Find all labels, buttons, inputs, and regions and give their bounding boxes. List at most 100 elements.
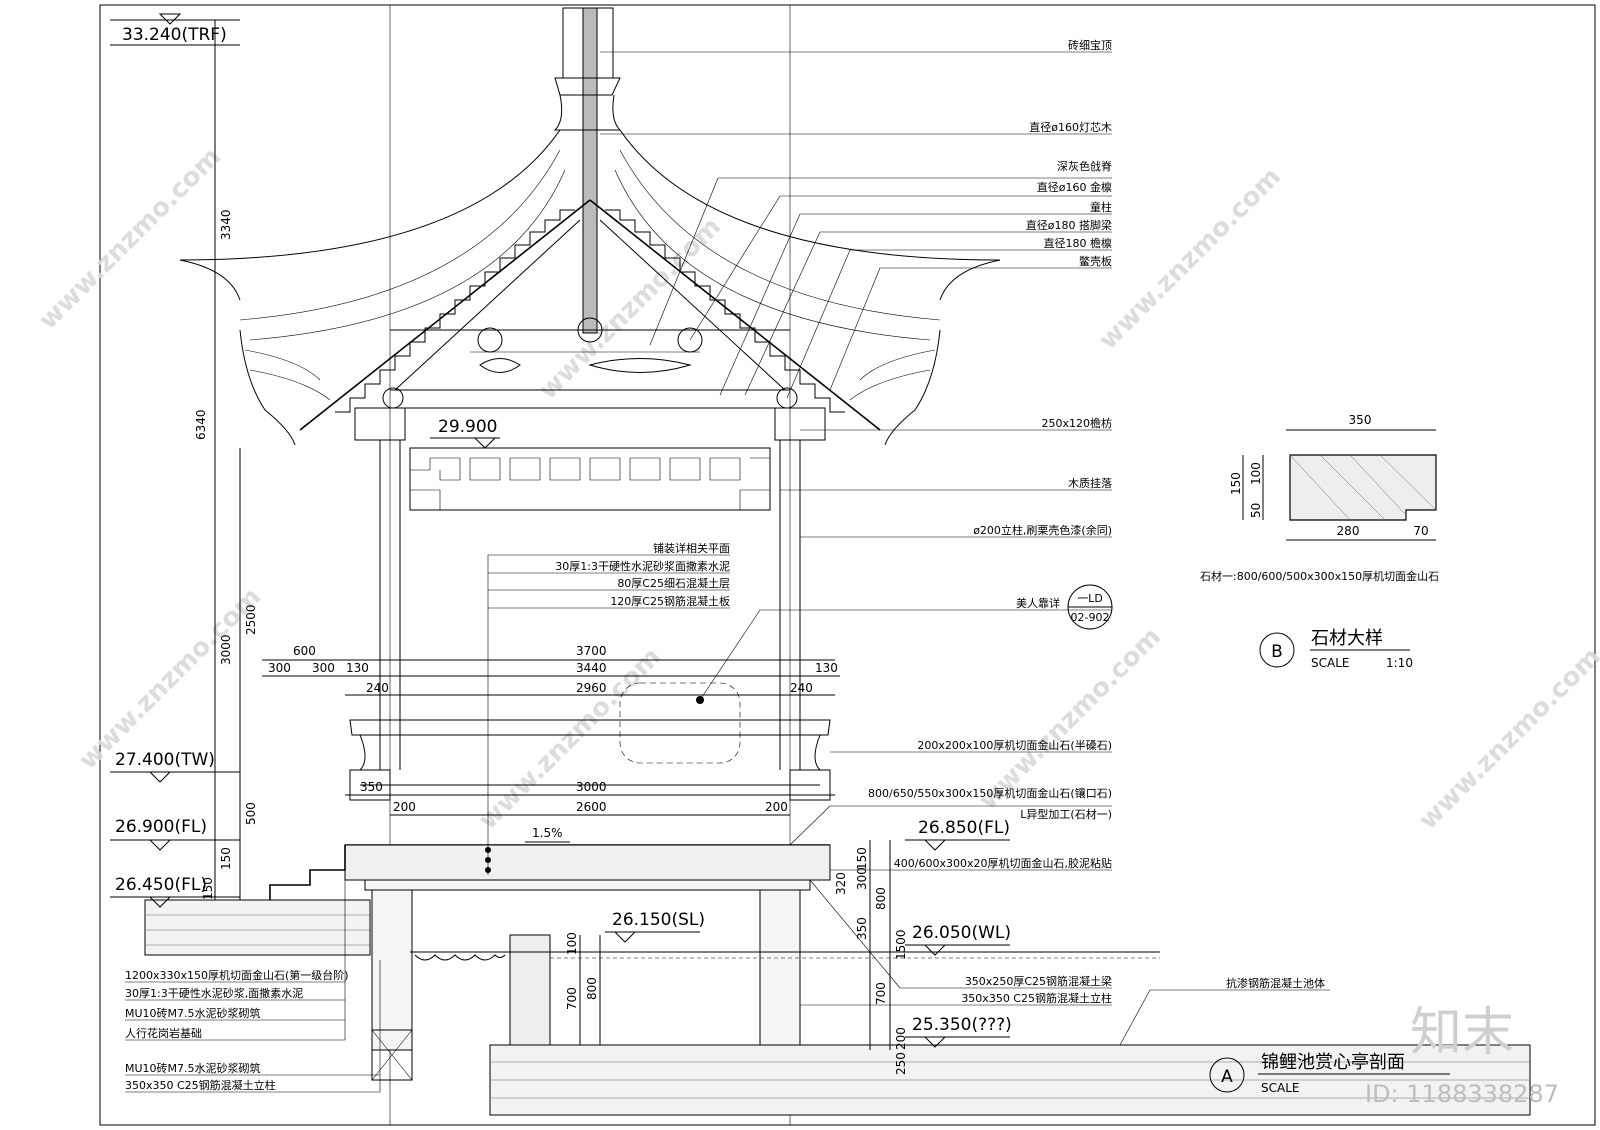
section-a-scale-label: SCALE [1261, 1081, 1299, 1095]
detail-ref-top: 一LD [1077, 592, 1103, 605]
detail-b-scale-label: SCALE [1311, 656, 1349, 670]
section-a-marker: A [1221, 1067, 1233, 1087]
callout-label: 30厚1:3干硬性水泥砂浆,面撒素水泥 [125, 986, 303, 1000]
wooden-lattice [409, 447, 771, 511]
callout-label: 200x200x100厚机切面金山石(半磉石) [917, 738, 1112, 752]
elevation-floor-left: 26.900(FL) [115, 817, 207, 837]
callout-label: 鳖壳板 [1079, 254, 1112, 268]
watermark-brand: 知末 [1410, 1003, 1514, 1063]
dim-label: 300 [268, 661, 291, 675]
callout-label: 直径ø160灯芯木 [1029, 120, 1112, 134]
callout-label: 350x250厚C25钢筋混凝土梁 [965, 974, 1112, 988]
watermark-text: www.znzmo.com [1413, 642, 1600, 836]
watermark-text: www.znzmo.com [473, 642, 667, 836]
dim-label: 600 [293, 644, 316, 658]
dim-label: 240 [790, 681, 813, 695]
elevation-eave: 29.900 [438, 417, 497, 437]
callout-label: 120厚C25钢筋混凝土板 [610, 594, 730, 608]
dim-label: 300 [855, 867, 869, 890]
detail-b-note: 石材一:800/600/500x300x150厚机切面金山石 [1200, 569, 1439, 583]
dim-label: 3340 [219, 209, 233, 240]
dim-label: 280 [1337, 524, 1360, 538]
dim-label: 3700 [576, 644, 607, 658]
dim-label: 200 [393, 800, 416, 814]
detail-ref-bottom: 02-902 [1071, 611, 1110, 624]
dim-label: 70 [1413, 524, 1428, 538]
floor-slope: 1.5% [532, 826, 563, 840]
watermark-id: ID: 1188338287 [1365, 1080, 1559, 1108]
dim-label: 150 [219, 847, 233, 870]
callout-label: 30厚1:3干硬性水泥砂浆面撒素水泥 [555, 559, 730, 573]
bench [349, 682, 831, 801]
detail-b-marker: B [1271, 642, 1283, 662]
elevation-floor-right: 26.850(FL) [918, 818, 1010, 838]
drawing-frame [99, 4, 1596, 1126]
dim-label: 2600 [576, 800, 607, 814]
dim-label: 800 [585, 977, 599, 1000]
callout-label: 直径180 檐檩 [1044, 236, 1113, 250]
dim-label: 6340 [194, 409, 208, 440]
dim-label: 300 [312, 661, 335, 675]
detail-b: 350 150 100 50 280 70 石材一:800/600/500x30… [1200, 413, 1439, 670]
section-a-heading: 锦鲤池赏心亭剖面 [1261, 1052, 1405, 1073]
callouts-center: 铺装详相关平面 30厚1:3干硬性水泥砂浆面撒素水泥 80厚C25细石混凝土层 … [485, 541, 730, 875]
dim-label: 1500 [894, 929, 908, 960]
callout-label: 抗渗钢筋混凝土池体 [1226, 976, 1325, 990]
elevation-slab: 26.150(SL) [612, 910, 705, 930]
callout-label: 直径ø180 搭脚梁 [1026, 218, 1112, 232]
dim-label: 320 [834, 872, 848, 895]
watermark-text: www.znzmo.com [33, 142, 227, 336]
watermark-text: www.znzmo.com [73, 582, 267, 776]
roof [179, 7, 1001, 446]
watermark-text: www.znzmo.com [1093, 162, 1287, 356]
callout-label: 直径ø160 金檩 [1037, 180, 1112, 194]
dim-label: 250 [894, 1052, 908, 1075]
callout-label: 铺装详相关平面 [653, 541, 730, 555]
horizontal-dims: 600 300 300 130 3700 3440 130 240 2960 2… [262, 644, 840, 816]
elevation-top: 33.240(TRF) [122, 25, 227, 45]
detail-ref-bubble: 一LD 02-902 [1067, 584, 1113, 630]
callout-label: 80厚C25细石混凝土层 [617, 576, 730, 590]
vertical-dims-left: 3340 6340 2500 3000 500 150 150 [194, 20, 258, 900]
dim-label: 130 [346, 661, 369, 675]
platform [269, 844, 831, 1081]
dim-label: 350 [360, 780, 383, 794]
dim-label: 700 [874, 982, 888, 1005]
dim-label: 150 [1229, 472, 1243, 495]
section-a-title: A 锦鲤池赏心亭剖面 SCALE [1209, 1052, 1450, 1095]
pool-dims: 100 700 800 [565, 932, 601, 1045]
callouts-left: 1200x330x150厚机切面金山石(第一级台阶) 30厚1:3干硬性水泥砂浆… [125, 870, 381, 1093]
dim-label: 3000 [576, 780, 607, 794]
callout-label: 400/600x300x20厚机切面金山石,胶泥粘贴 [894, 856, 1112, 870]
callout-label: ø200立柱,刷栗壳色漆(余同) [973, 523, 1112, 537]
dim-label: 200 [765, 800, 788, 814]
callout-label: 800/650/550x300x150厚机切面金山石(镶口石) [868, 786, 1112, 800]
detail-b-scale-value: 1:10 [1386, 656, 1413, 670]
dim-label: 3000 [219, 634, 233, 665]
dim-label: 800 [874, 887, 888, 910]
dim-label: 3440 [576, 661, 607, 675]
callout-label: 深灰色戗脊 [1057, 159, 1112, 173]
dim-label: 350 [855, 917, 869, 940]
dim-label: 240 [366, 681, 389, 695]
dim-label: 130 [815, 661, 838, 675]
elevation-bottom: 25.350(???) [912, 1015, 1012, 1035]
elevation-water: 26.050(WL) [912, 923, 1011, 943]
dim-label: 350 [1349, 413, 1372, 427]
level-markers: 33.240(TRF) 27.400(TW) 26.900(FL) 26.450… [110, 13, 1012, 1048]
callout-label: 人行花岗岩基础 [125, 1026, 202, 1040]
dim-label: 100 [565, 932, 579, 955]
dim-label: 500 [244, 802, 258, 825]
callout-label: 350x350 C25钢筋混凝土立柱 [961, 991, 1112, 1005]
dim-label: 2960 [576, 681, 607, 695]
dim-label: 100 [1249, 462, 1263, 485]
dim-label: 150 [201, 877, 215, 900]
dim-label: 2500 [244, 604, 258, 635]
callout-label: 350x350 C25钢筋混凝土立柱 [125, 1078, 276, 1092]
callout-label: 250x120檐枋 [1041, 416, 1112, 430]
callout-label: MU10砖M7.5水泥砂浆砌筑 [125, 1006, 261, 1020]
callouts-right: 砖细宝顶 直径ø160灯芯木 深灰色戗脊 直径ø160 金檩 童柱 直径ø180… [868, 38, 1325, 1005]
dim-label: 200 [894, 1027, 908, 1050]
callout-label: 木质挂落 [1068, 476, 1112, 490]
